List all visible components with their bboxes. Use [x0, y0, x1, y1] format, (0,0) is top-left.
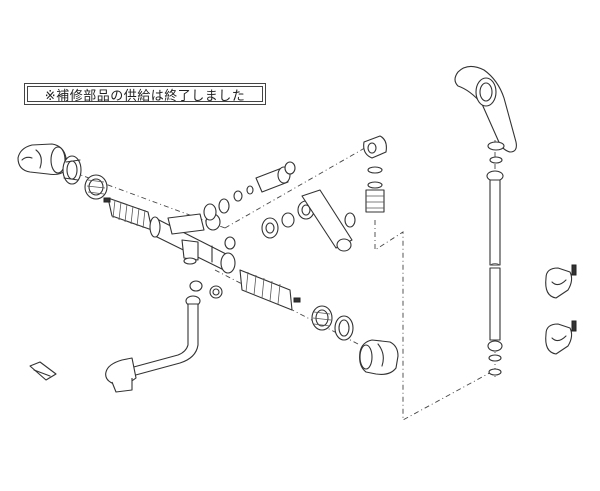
wall-hook-upper	[545, 264, 577, 299]
upper-fittings	[203, 161, 296, 221]
notice-text: ※補修部品の供給は終了しました	[44, 88, 246, 104]
shower-elbow-part	[301, 189, 356, 252]
lower-ring-parts	[311, 305, 354, 341]
spout-part	[105, 295, 201, 393]
left-nut-part	[84, 174, 108, 200]
left-handle-part	[17, 143, 67, 176]
discontinued-notice: ※補修部品の供給は終了しました	[24, 83, 266, 105]
wall-hook-lower	[545, 320, 577, 355]
notice-inner-border	[27, 86, 263, 102]
wrench-tool-part	[29, 361, 57, 381]
valve-body-part	[149, 213, 236, 274]
shower-hose-part	[486, 170, 504, 362]
left-cartridge-part	[103, 197, 153, 231]
right-cartridge-part	[239, 269, 301, 311]
right-handle-part	[359, 339, 399, 375]
middle-fittings	[261, 200, 315, 239]
shower-head-part	[454, 65, 517, 164]
adapter-column-parts	[365, 166, 385, 213]
hose-bottom-ring	[488, 368, 502, 376]
top-elbow-part	[363, 135, 387, 159]
left-ring-part	[62, 155, 82, 185]
